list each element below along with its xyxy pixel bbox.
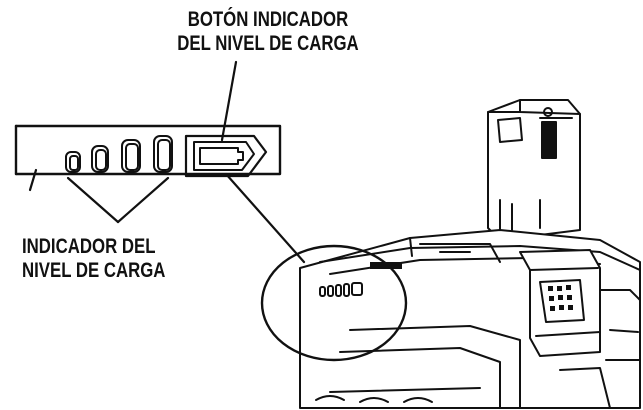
battery-charge-leds — [319, 282, 363, 297]
leds-leader-line — [116, 176, 170, 224]
charge-button-label-line2: DEL NIVEL DE CARGA — [177, 32, 359, 55]
charge-indicator-label-line2: NIVEL DE CARGA — [22, 259, 166, 282]
charge-button-label: BOTÓN INDICADOR DEL NIVEL DE CARGA — [148, 8, 388, 56]
battery-pack — [299, 99, 641, 409]
inset-panel — [14, 124, 282, 178]
enlarged-led — [153, 135, 173, 173]
battery-icon — [199, 147, 244, 165]
charge-indicator-label: INDICADOR DEL NIVEL DE CARGA — [22, 235, 230, 283]
battery-terminal-tower — [487, 99, 581, 241]
button-leader-line — [220, 60, 238, 142]
enlarged-led — [91, 145, 109, 173]
charge-indicator-label-line1: INDICADOR DEL — [22, 235, 156, 258]
enlarged-led — [65, 151, 81, 173]
charge-indicator-button — [184, 134, 268, 178]
enlarged-led — [121, 139, 141, 173]
magnifier-ellipse — [260, 244, 408, 362]
charge-button-label-line1: BOTÓN INDICADOR — [187, 8, 349, 31]
leds-leader-line — [66, 176, 120, 224]
callout-connector-line — [224, 172, 306, 264]
battery-release-latch — [519, 249, 601, 357]
